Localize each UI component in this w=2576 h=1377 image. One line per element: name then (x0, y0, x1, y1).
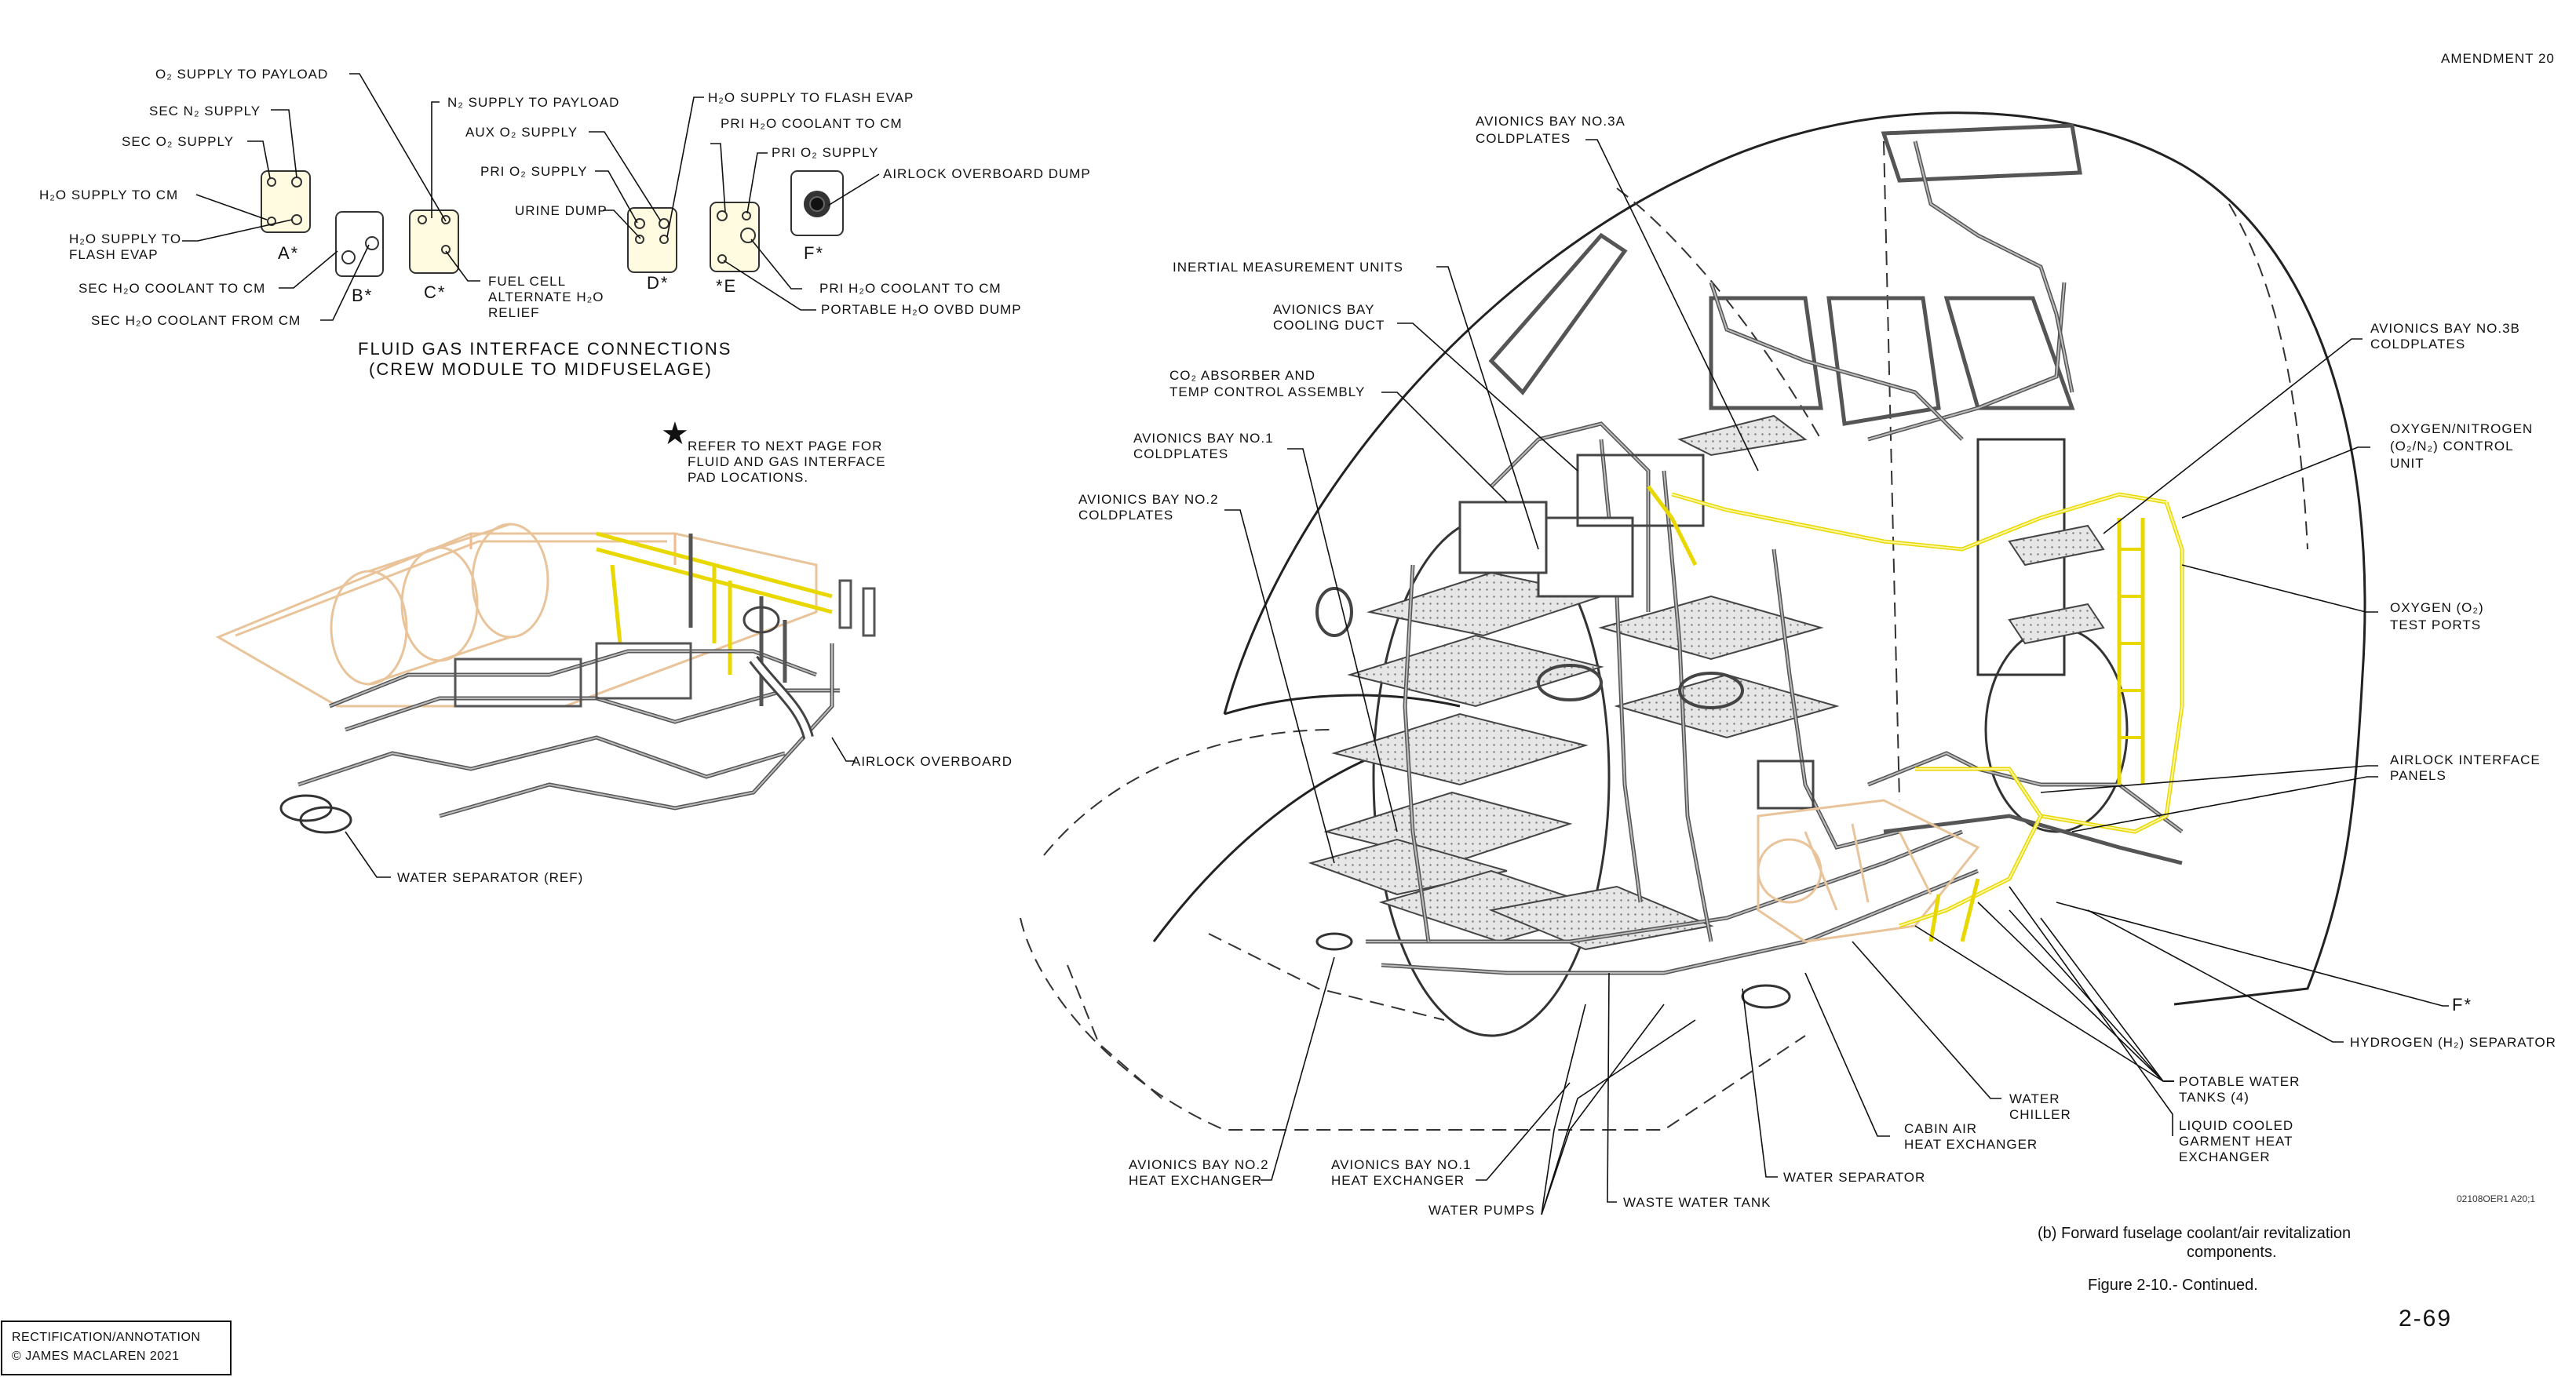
label-co2-absorber-1: CO₂ ABSORBER AND (1169, 368, 1315, 383)
label-sec-h2o-coolant-to: SEC H₂O COOLANT TO CM (78, 281, 265, 296)
connector-c-label: C* (424, 282, 446, 302)
label-cabin-air-hx-2: HEAT EXCHANGER (1904, 1137, 2038, 1152)
label-o2-supply-payload: O₂ SUPPLY TO PAYLOAD (155, 67, 328, 82)
label-o2n2-control-1: OXYGEN/NITROGEN (2390, 421, 2533, 436)
forward-fuselage-cutaway: AVIONICS BAY NO.3A COLDPLATES INERTIAL M… (1020, 111, 2556, 1218)
label-portable-h2o-ovbd: PORTABLE H₂O OVBD DUMP (821, 302, 1022, 317)
label-avionics-bay-1-2: COLDPLATES (1133, 446, 1228, 461)
note-line3: PAD LOCATIONS. (688, 470, 808, 485)
drawing-number: 02108OER1 A20;1 (2457, 1193, 2535, 1204)
connector-e: *E (710, 202, 760, 296)
label-fuel-cell-2: ALTERNATE H₂O (488, 290, 604, 304)
connector-f: F* (790, 170, 844, 263)
label-h2o-supply-flash-1: H₂O SUPPLY TO (69, 231, 181, 246)
reference-note: ★ REFER TO NEXT PAGE FOR FLUID AND GAS I… (661, 416, 886, 485)
label-waste-water-tank: WASTE WATER TANK (1623, 1195, 1771, 1210)
connector-f-label: F* (804, 243, 824, 263)
label-avionics-bay-3b-2: COLDPLATES (2370, 337, 2465, 352)
label-lcg-hx-2: GARMENT HEAT (2179, 1134, 2293, 1149)
label-avionics-bay-2-2: COLDPLATES (1078, 508, 1173, 523)
label-co2-absorber-2: TEMP CONTROL ASSEMBLY (1169, 384, 1365, 399)
connector-a: A* (261, 170, 311, 263)
connector-a-label: A* (278, 243, 299, 263)
label-fuel-cell-3: RELIEF (488, 305, 540, 320)
label-airlock-overboard: AIRLOCK OVERBOARD (852, 754, 1013, 769)
copyright-line2: © JAMES MACLAREN 2021 (12, 1350, 180, 1363)
label-cabin-air-hx-1: CABIN AIR (1904, 1121, 1977, 1136)
left-assembly-illustration: AIRLOCK OVERBOARD WATER SEPARATOR (REF) (215, 523, 1013, 885)
label-sec-o2-supply: SEC O₂ SUPPLY (122, 134, 234, 149)
page-number: 2-69 (2399, 1306, 2452, 1331)
copyright-line1: RECTIFICATION/ANNOTATION (12, 1331, 201, 1344)
connector-b-label: B* (352, 286, 373, 305)
label-fuel-cell-1: FUEL CELL (488, 274, 566, 289)
label-h2-separator: HYDROGEN (H₂) SEPARATOR (2350, 1035, 2556, 1050)
note-line2: FLUID AND GAS INTERFACE (688, 454, 886, 469)
label-avionics-bay-1-hx-2: HEAT EXCHANGER (1331, 1173, 1465, 1188)
amendment-label: AMENDMENT 20 (2441, 51, 2555, 66)
label-airlock-ovbd-dump: AIRLOCK OVERBOARD DUMP (883, 166, 1091, 181)
label-avionics-bay-3a-2: COLDPLATES (1476, 131, 1571, 146)
label-avionics-bay-1-1: AVIONICS BAY NO.1 (1133, 431, 1274, 446)
label-water-pumps: WATER PUMPS (1428, 1203, 1535, 1218)
label-f-star: F* (2452, 995, 2472, 1015)
label-h2o-flash-evap: H₂O SUPPLY TO FLASH EVAP (708, 90, 914, 105)
label-h2o-supply-cm: H₂O SUPPLY TO CM (39, 188, 178, 202)
connector-b: B* (335, 211, 384, 305)
label-water-separator-ref: WATER SEPARATOR (REF) (397, 870, 583, 885)
caption-line1: (b) Forward fuselage coolant/air revital… (2038, 1225, 2351, 1242)
note-line1: REFER TO NEXT PAGE FOR (688, 439, 882, 454)
connector-d: D* (627, 207, 677, 293)
label-o2n2-control-2: (O₂/N₂) CONTROL (2390, 439, 2514, 454)
label-sec-n2-supply: SEC N₂ SUPPLY (149, 104, 261, 118)
label-imu: INERTIAL MEASUREMENT UNITS (1173, 260, 1403, 275)
note-star-icon: ★ (661, 416, 689, 452)
copyright-box: RECTIFICATION/ANNOTATION © JAMES MACLARE… (1, 1321, 232, 1375)
label-n2-supply-payload: N₂ SUPPLY TO PAYLOAD (447, 95, 619, 110)
label-avionics-cooling-duct-2: COOLING DUCT (1273, 318, 1385, 333)
label-avionics-cooling-duct-1: AVIONICS BAY (1273, 302, 1374, 317)
caption-line2: components. (2187, 1244, 2277, 1261)
panel-title-line1: FLUID GAS INTERFACE CONNECTIONS (358, 339, 732, 359)
connector-d-label: D* (647, 273, 669, 293)
label-lcg-hx-3: EXCHANGER (2179, 1149, 2271, 1164)
label-lcg-hx-1: LIQUID COOLED (2179, 1118, 2293, 1133)
label-pri-h2o-coolant-top: PRI H₂O COOLANT TO CM (721, 116, 903, 131)
label-o2n2-control-3: UNIT (2390, 456, 2425, 471)
label-o2-test-ports-2: TEST PORTS (2390, 617, 2481, 632)
label-avionics-bay-2-hx-2: HEAT EXCHANGER (1129, 1173, 1262, 1188)
label-avionics-bay-2-1: AVIONICS BAY NO.2 (1078, 492, 1219, 507)
label-water-separator: WATER SEPARATOR (1783, 1170, 1925, 1185)
label-pri-o2-supply-e: PRI O₂ SUPPLY (772, 145, 878, 160)
label-h2o-supply-flash-2: FLASH EVAP (69, 247, 159, 262)
label-avionics-bay-2-hx-1: AVIONICS BAY NO.2 (1129, 1157, 1269, 1172)
label-airlock-interface-2: PANELS (2390, 768, 2446, 783)
label-avionics-bay-3a-1: AVIONICS BAY NO.3A (1476, 114, 1626, 129)
label-avionics-bay-1-hx-1: AVIONICS BAY NO.1 (1331, 1157, 1472, 1172)
label-water-chiller-2: CHILLER (2009, 1107, 2071, 1122)
interface-connections-panel: A* B* C* D* *E (39, 67, 1091, 379)
label-aux-o2-supply: AUX O₂ SUPPLY (465, 125, 578, 140)
label-avionics-bay-3b-1: AVIONICS BAY NO.3B (2370, 321, 2520, 336)
label-pri-o2-supply-d: PRI O₂ SUPPLY (480, 164, 587, 179)
label-o2-test-ports-1: OXYGEN (O₂) (2390, 600, 2484, 615)
label-pri-h2o-coolant-bottom: PRI H₂O COOLANT TO CM (819, 281, 1002, 296)
connector-c: C* (409, 209, 459, 302)
label-water-chiller-1: WATER (2009, 1091, 2060, 1106)
label-airlock-interface-1: AIRLOCK INTERFACE (2390, 752, 2541, 767)
label-urine-dump: URINE DUMP (515, 203, 608, 218)
label-sec-h2o-coolant-from: SEC H₂O COOLANT FROM CM (91, 313, 301, 328)
figure-label: Figure 2-10.- Continued. (2088, 1277, 2258, 1294)
label-potable-water-2: TANKS (4) (2179, 1090, 2249, 1105)
connector-e-label: *E (716, 276, 737, 296)
panel-title-line2: (CREW MODULE TO MIDFUSELAGE) (369, 359, 713, 379)
label-potable-water-1: POTABLE WATER (2179, 1074, 2300, 1089)
